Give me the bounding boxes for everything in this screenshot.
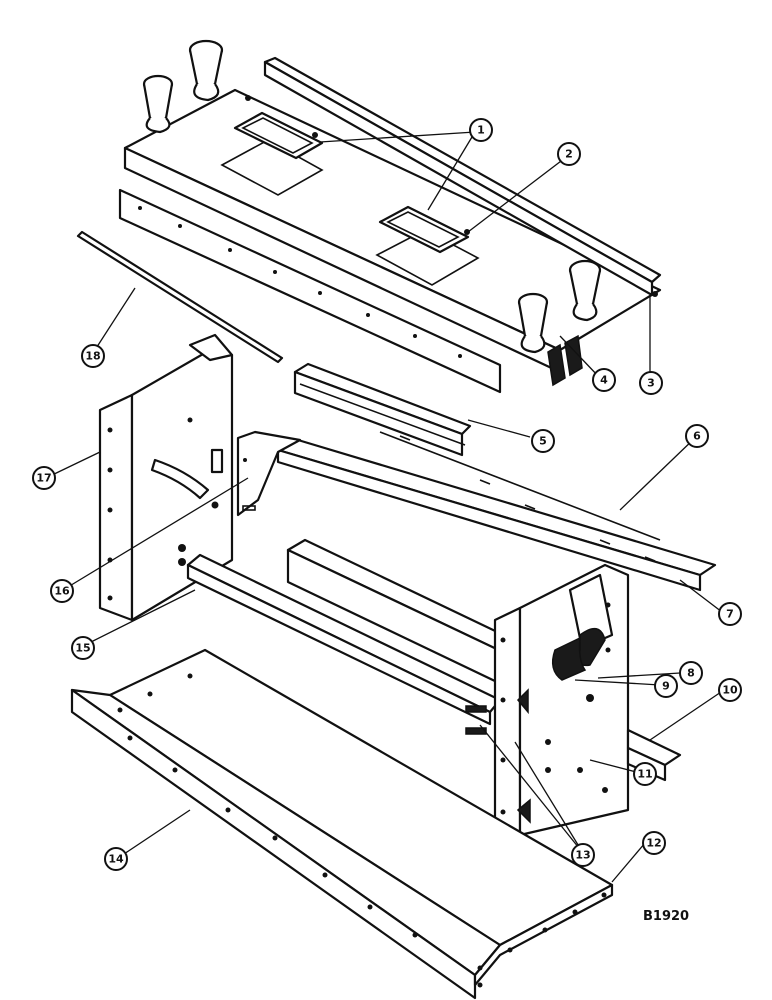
callout-6: 6 [685, 424, 709, 448]
callout-3: 3 [639, 371, 663, 395]
right-side-frame [493, 563, 630, 837]
svg-text:9: 9 [662, 680, 670, 693]
callout-5: 5 [531, 429, 555, 453]
svg-text:12: 12 [646, 837, 661, 850]
drawing-reference-code: B1920 [643, 909, 689, 924]
callout-14: 14 [104, 847, 128, 871]
spring [465, 705, 487, 735]
callout-13: 13 [571, 843, 595, 867]
front-angle [178, 544, 502, 726]
left-side-frame [98, 333, 234, 622]
svg-text:16: 16 [54, 585, 70, 598]
caster-roller [188, 39, 224, 102]
callout-17: 17 [32, 466, 56, 490]
top-cover-assembly [118, 39, 662, 394]
svg-text:3: 3 [647, 377, 655, 390]
rod [76, 230, 284, 364]
callout-1: 1 [469, 118, 493, 142]
svg-text:11: 11 [637, 768, 652, 781]
svg-text:1: 1 [477, 124, 485, 137]
callout-2: 2 [557, 142, 581, 166]
caster-roller [568, 259, 602, 322]
svg-text:5: 5 [539, 435, 547, 448]
svg-text:6: 6 [693, 430, 701, 443]
bottom-tray [70, 648, 614, 1000]
svg-text:15: 15 [75, 642, 90, 655]
svg-text:17: 17 [36, 472, 51, 485]
svg-text:8: 8 [687, 667, 695, 680]
svg-text:7: 7 [726, 608, 734, 621]
callout-15: 15 [71, 636, 95, 660]
svg-text:18: 18 [85, 350, 100, 363]
callout-11: 11 [633, 762, 657, 786]
callout-4: 4 [592, 368, 616, 392]
handle [233, 111, 324, 160]
caster-roller [517, 292, 549, 354]
handle [378, 205, 470, 254]
rear-angle [286, 538, 562, 707]
svg-text:10: 10 [722, 684, 738, 697]
latch-bracket [236, 430, 302, 517]
leader-lines [47, 131, 725, 883]
svg-text:14: 14 [108, 853, 124, 866]
callout-18: 18 [81, 344, 105, 368]
callout-16: 16 [50, 579, 74, 603]
svg-text:13: 13 [575, 849, 590, 862]
callout-12: 12 [642, 831, 666, 855]
callout-8: 8 [679, 661, 703, 685]
callout-7: 7 [718, 602, 742, 626]
callout-10: 10 [718, 678, 742, 702]
svg-text:4: 4 [600, 374, 608, 387]
hinge-strip [293, 362, 472, 457]
callout-9: 9 [654, 674, 678, 698]
caster-roller [142, 74, 174, 134]
svg-text:2: 2 [565, 148, 573, 161]
